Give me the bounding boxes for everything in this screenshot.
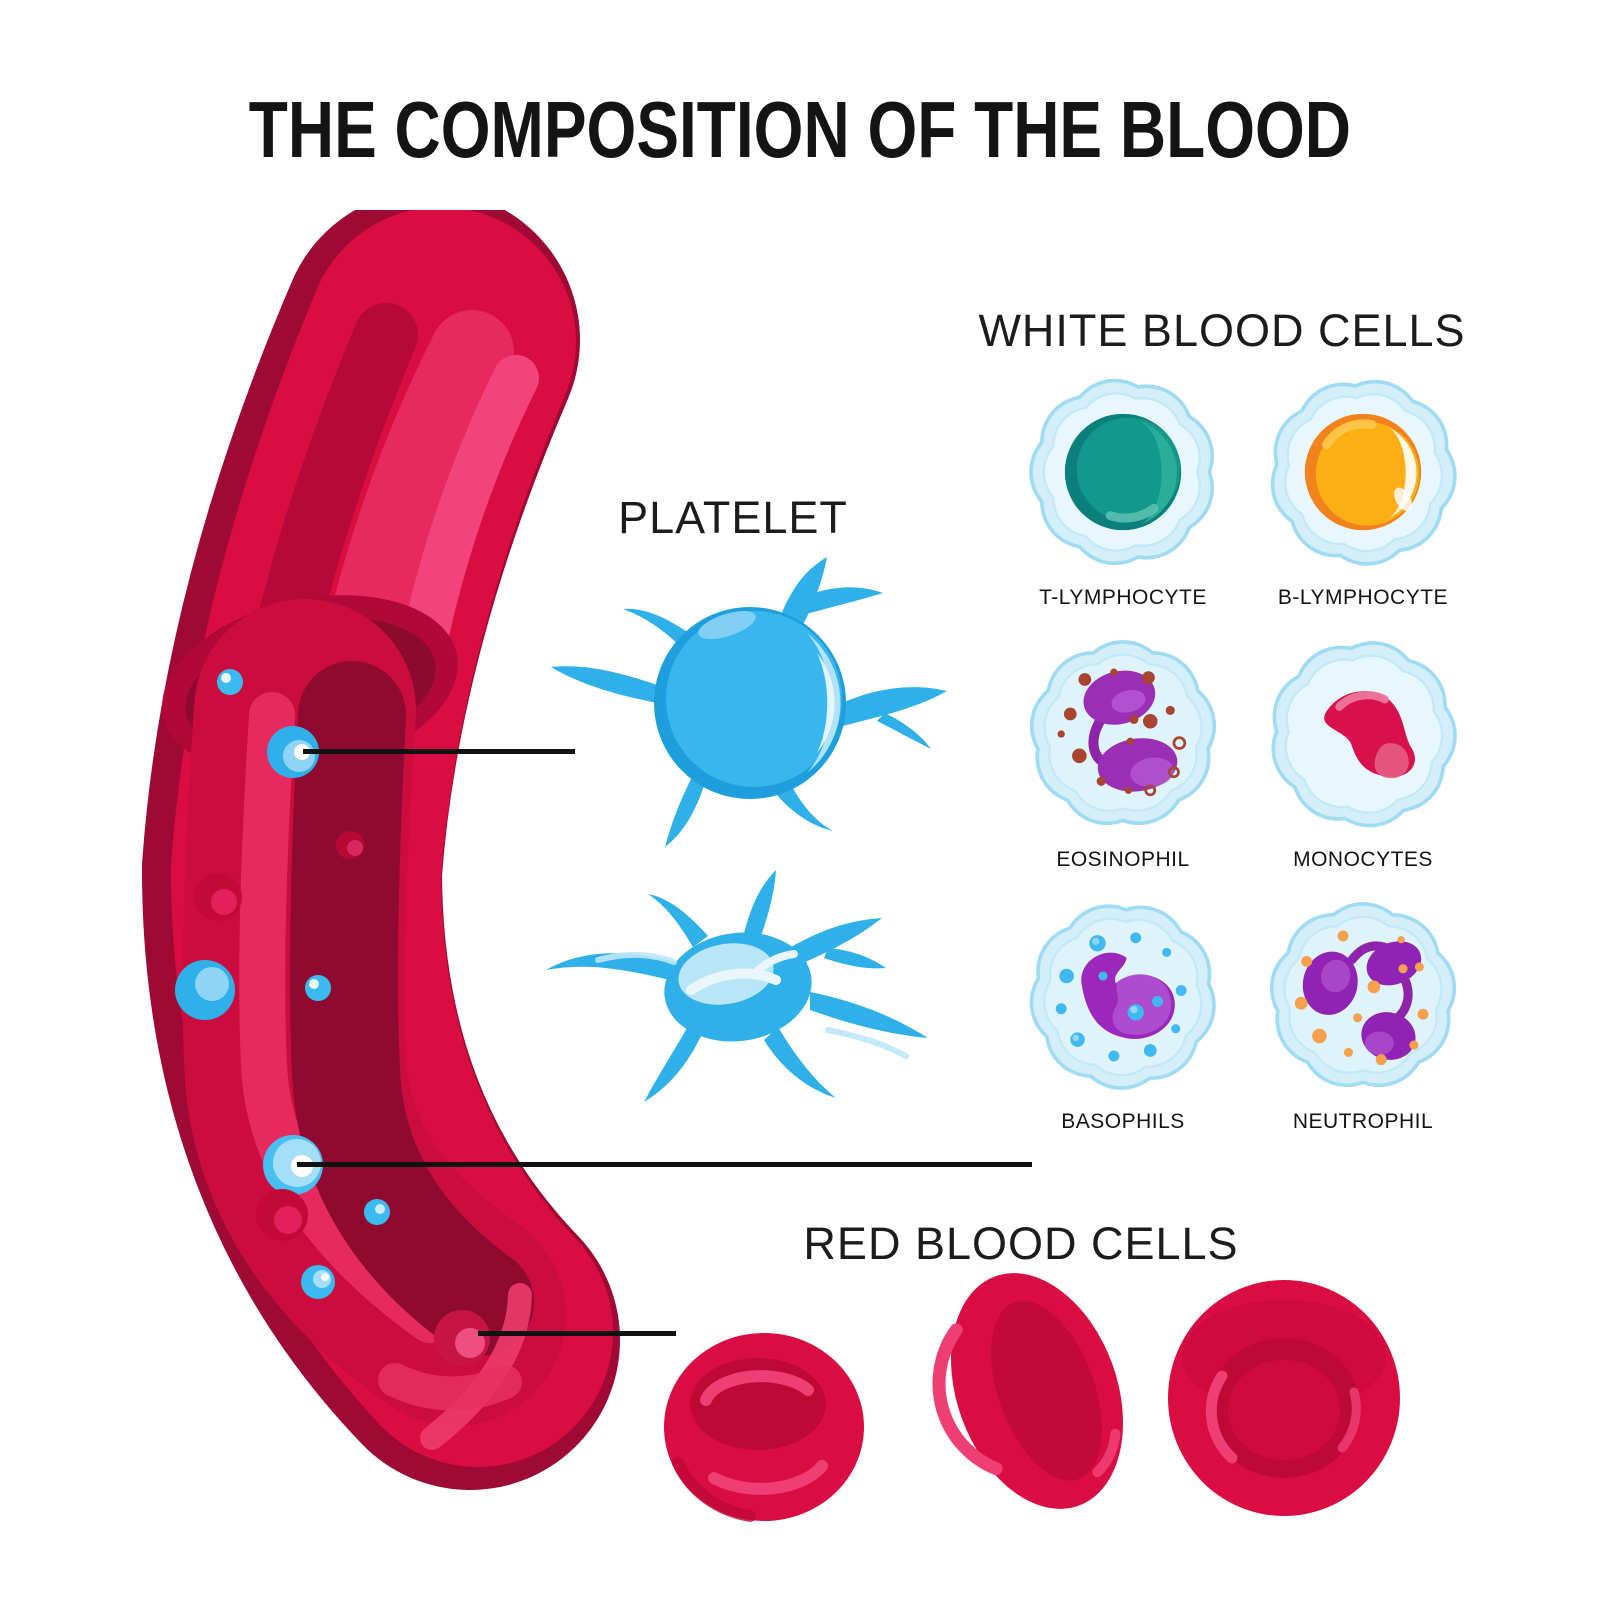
monocytes-illustration [1263,634,1463,834]
wbc-label: NEUTROPHIL [1292,1110,1434,1133]
vessel-platelet-dots [175,669,390,1299]
vessel-red-cell-dots [194,831,490,1366]
b-lymphocyte-illustration [1263,372,1463,572]
connector-line-red-cell [478,1331,676,1336]
wbc-item-neutrophil: NEUTROPHIL [1243,896,1483,1158]
wbc-label: MONOCYTES [1293,848,1433,871]
wbc-label: T-LYMPHOCYTE [1039,586,1207,609]
blood-vessel-illustration [141,210,620,1490]
wbc-item-eosinophil: EOSINOPHIL [1003,634,1243,896]
eosinophil-illustration [1023,634,1223,834]
platelet-illustration-2 [546,870,928,1102]
connector-line-middle [297,1162,1032,1167]
wbc-item-t-lymphocyte: T-LYMPHOCYTE [1003,372,1243,634]
wbc-item-monocytes: MONOCYTES [1243,634,1483,896]
red-blood-cells-section-title: RED BLOOD CELLS [803,1218,1239,1269]
platelet-illustration-1 [551,557,947,847]
wbc-label: EOSINOPHIL [1056,848,1190,871]
t-lymphocyte-illustration [1029,378,1214,566]
wbc-item-basophils: BASOPHILS [1003,896,1243,1158]
white-blood-cells-grid: T-LYMPHOCYTE B-LYMPHOCYTE [1003,372,1483,1158]
neutrophil-illustration [1263,896,1463,1096]
red-blood-cell-1 [664,1333,864,1522]
red-blood-cell-3 [1168,1280,1400,1516]
wbc-item-b-lymphocyte: B-LYMPHOCYTE [1243,372,1483,634]
connector-line-platelet [303,749,575,754]
basophils-illustration [1023,896,1223,1096]
page-title: THE COMPOSITION OF THE BLOOD [248,85,1352,174]
white-blood-cells-section-title: WHITE BLOOD CELLS [978,305,1466,356]
wbc-label: BASOPHILS [1061,1110,1185,1133]
wbc-label: B-LYMPHOCYTE [1277,586,1449,609]
red-blood-cell-2 [932,1273,1123,1509]
platelet-section-title: PLATELET [618,492,848,543]
